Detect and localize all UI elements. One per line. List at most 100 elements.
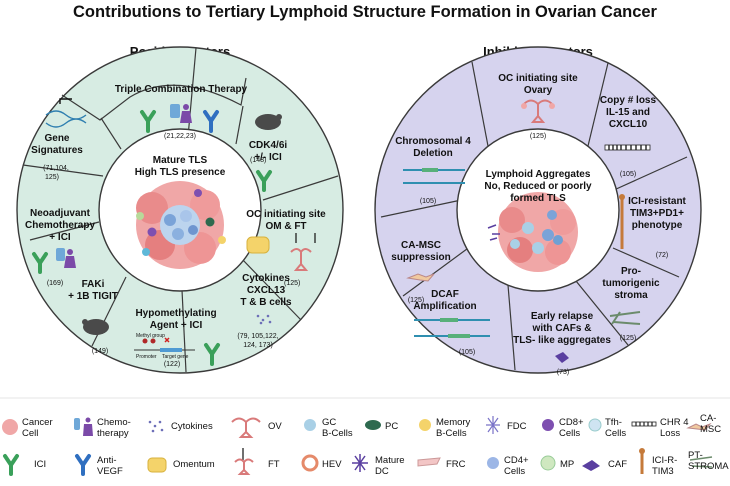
r-seg-copy-l2: IL-15 and: [606, 107, 650, 118]
r-seg-dcaf-ref: (105): [459, 349, 475, 356]
r-seg-dcaf-l2: Amplification: [413, 301, 476, 312]
seg-cyto-l2: CXCL13: [247, 285, 286, 296]
seg-neo-l2: Chemotherapy: [25, 220, 95, 231]
ov-icon: [231, 417, 261, 438]
cd8-cell-icon: [542, 419, 554, 431]
r-seg-pro-ref: (125): [620, 335, 636, 342]
ici-antibody-icon: [140, 110, 156, 133]
r-seg-camsc-ref: (125): [408, 297, 424, 304]
frc-icon: [417, 457, 441, 467]
legend-label-anti-vegf: Anti-VEGF: [97, 455, 123, 477]
r-seg-ocsite-ref: (125): [530, 133, 546, 140]
gc-b-cell-icon: [304, 419, 316, 431]
r-seg-early-ref: (73): [557, 369, 569, 376]
seg-hypo-l1: Hypomethylating: [135, 308, 216, 319]
chr4-loss-icon: [631, 421, 657, 427]
seg-cyto-ref1: (79, 105,122,: [237, 333, 278, 340]
legend-label-ici: ICI: [34, 459, 47, 470]
chemotherapy-icon: [170, 104, 192, 123]
seg-neo-l1: Neoadjuvant: [30, 208, 91, 219]
seg-cyto-ref2: 124, 173): [243, 342, 273, 349]
methylation-diagram-icon: [134, 337, 195, 352]
cd4-cell-icon: [487, 457, 499, 469]
right-center-label-2: No, Reduced or poorly: [484, 181, 592, 192]
seg-hypo-m1: Methyl group: [136, 333, 165, 339]
seg-cyto-l1: Cytokines: [242, 273, 290, 284]
cytokines-icon: [148, 420, 164, 433]
r-seg-early-l1: Early relapse: [531, 311, 594, 322]
seg-cdk-ref: (148): [250, 157, 266, 164]
legend-label-cytokines: Cytokines: [171, 421, 213, 432]
seg-hypo-ref: (122): [164, 361, 180, 368]
tfh-cell-icon: [588, 418, 602, 432]
r-seg-chr-l1: Chromosomal 4: [395, 136, 471, 147]
seg-gene-ref1: (71,104,: [43, 165, 69, 172]
chemotherapy-icon: [56, 248, 76, 268]
seg-ocsite-l2: OM & FT: [265, 221, 306, 232]
anti-vegf-icon: [203, 110, 219, 133]
seg-neo-ref: (169): [47, 280, 63, 287]
seg-ocsite-l1: OC initiating site: [246, 209, 326, 220]
seg-hypo-m3: Target gene: [162, 354, 189, 360]
memory-b-cell-icon: [419, 419, 431, 431]
seg-gene-l1: Gene: [44, 133, 69, 144]
legend-label-pt-stroma: PT-STROMA: [688, 450, 729, 472]
ici-r-tim3-icon: [619, 194, 625, 249]
seg-faki-l2: + 1B TIGIT: [68, 291, 118, 302]
chr4-deletion-icon: [403, 168, 465, 184]
legend-label-ici-r-tim3: ICI-R-TIM3: [652, 455, 678, 477]
omentum-icon: [147, 457, 167, 473]
r-seg-copy-l1: Copy # loss: [600, 95, 657, 106]
seg-gene-ref2: 125): [45, 174, 59, 181]
ici-antibody-icon: [204, 343, 220, 366]
legend-label-ft: FT: [268, 459, 280, 470]
seg-gene-l2: Signatures: [31, 145, 83, 156]
r-seg-early-l3: TLS- like aggregates: [513, 335, 611, 346]
ca-msc-icon: [406, 273, 435, 282]
pc-icon: [365, 420, 381, 430]
legend-label-caf: CAF: [608, 459, 627, 470]
r-seg-ici-ref: (72): [656, 252, 668, 259]
r-seg-ici-l2: TIM3+PD1+: [630, 208, 684, 219]
ici-antibody-icon: [256, 170, 272, 192]
ici-antibody-icon: [32, 252, 48, 274]
legend-icons: [2, 416, 713, 476]
right-wheel: Lymphoid Aggregates No, Reduced or poorl…: [374, 46, 702, 376]
left-wheel: Mature TLS High TLS presence Triple Comb…: [16, 46, 344, 374]
ici-r-tim3-icon: [639, 448, 645, 474]
omentum-icon: [246, 236, 270, 254]
lymphoid-aggregate-icon: [487, 192, 578, 272]
legend-label-pc: PC: [385, 421, 399, 432]
legend-label-ov: OV: [268, 421, 282, 432]
ici-icon: [3, 454, 19, 476]
ft-icon: [234, 448, 254, 475]
r-seg-camsc-l1: CA-MSC: [401, 240, 441, 251]
mature-tls-cluster-icon: [136, 181, 226, 269]
mp-icon: [540, 455, 556, 471]
mature-dc-icon: [352, 454, 368, 472]
legend-label-fdc: FDC: [507, 421, 527, 432]
r-seg-pro-l1: Pro-: [621, 266, 641, 277]
cancer-cell-icon: [2, 419, 18, 435]
mouse-icon: [255, 114, 282, 130]
legend-label-chemotherapy: Chemo-therapy: [97, 417, 131, 439]
legend-label-ca-msc: CA-MSC: [700, 413, 722, 435]
legend-label-frc: FRC: [446, 459, 466, 470]
gene-amplification-icon: [414, 318, 490, 338]
seg-triple-label: Triple Combination Therapy: [115, 84, 248, 95]
seg-faki-ref: (149): [92, 348, 108, 355]
left-center-label-1: Mature TLS: [153, 155, 208, 166]
r-seg-copy-ref: (105): [620, 171, 636, 178]
legend-label-omentum: Omentum: [173, 459, 215, 470]
seg-triple-ref: (21,22,23): [164, 133, 196, 140]
seg-ocsite-ref: (125): [284, 280, 300, 287]
r-seg-dcaf-l1: DCAF: [431, 289, 459, 300]
chemotherapy-icon: [74, 417, 93, 436]
seg-neo-l3: + ICI: [49, 232, 71, 243]
right-center-label-1: Lymphoid Aggregates: [486, 169, 591, 180]
seg-faki-l1: FAKi: [82, 279, 105, 290]
